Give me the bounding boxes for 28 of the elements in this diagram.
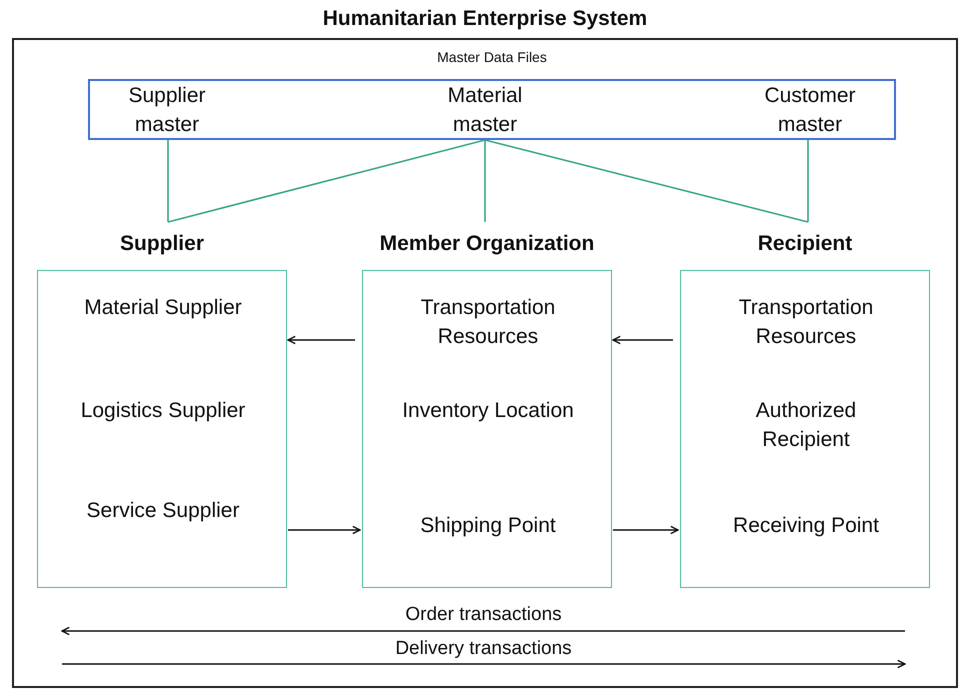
connector-line (484, 139, 808, 223)
entity-item-label: Service Supplier (86, 498, 240, 524)
system-title: Humanitarian Enterprise System (322, 6, 648, 32)
arrow (612, 336, 673, 344)
entity-item-label: Receiving Point (732, 513, 880, 539)
master-file-label: Customer master (763, 83, 857, 138)
connector-line (167, 140, 169, 222)
arrow (288, 526, 361, 534)
entity-item-label: Shipping Point (419, 513, 557, 539)
connector-line (807, 140, 809, 222)
entity-item-label: Logistics Supplier (80, 398, 246, 424)
panel-heading: Supplier (118, 231, 205, 257)
arrow (613, 526, 679, 534)
entity-item-label: Transportation Resources (738, 295, 874, 350)
panel-heading: Master Data Files (436, 48, 548, 67)
entity-item-label: Authorized Recipient (754, 398, 858, 453)
transaction-label: Delivery transactions (394, 637, 573, 661)
master-file-label: Supplier master (127, 83, 207, 138)
transaction-label: Order transactions (404, 603, 563, 627)
panel-heading: Member Organization (378, 231, 596, 257)
arrow (287, 336, 355, 344)
entity-item-label: Inventory Location (401, 398, 575, 424)
connector-line (484, 140, 486, 222)
entity-item-label: Transportation Resources (420, 295, 556, 350)
connector-line (168, 139, 486, 223)
entity-item-label: Material Supplier (83, 295, 243, 321)
master-file-label: Material master (446, 83, 524, 138)
panel-heading: Recipient (756, 231, 854, 257)
